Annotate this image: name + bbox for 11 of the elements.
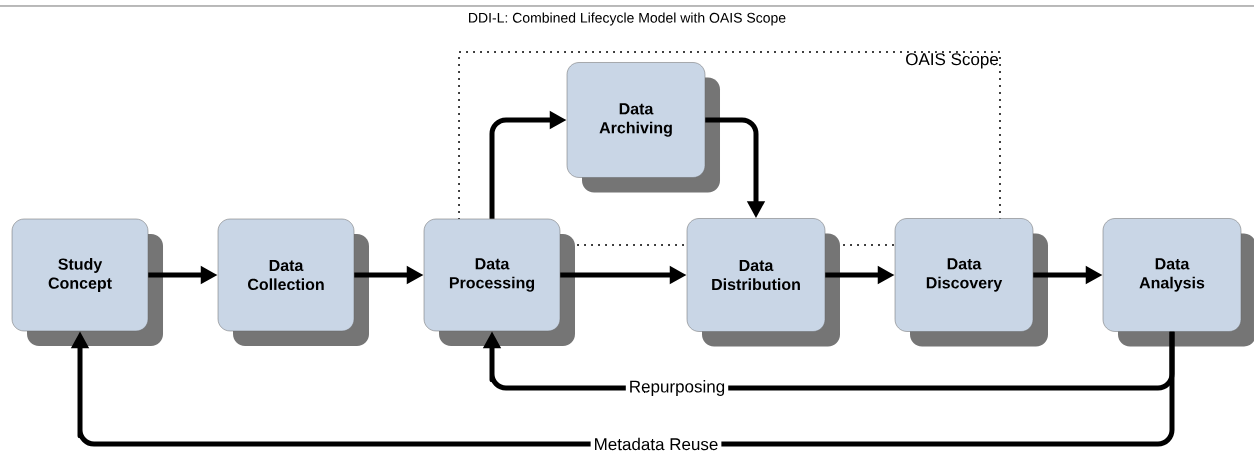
edge-label: Repurposing bbox=[625, 377, 729, 399]
process-box: Study Concept bbox=[11, 218, 163, 346]
title: DDI-L: Combined Lifecycle Model with OAIS Scope bbox=[469, 12, 786, 26]
process-box: Data Discovery bbox=[894, 218, 1048, 347]
process-box: Data Processing bbox=[423, 218, 575, 346]
process-box: Data Archiving bbox=[566, 62, 720, 193]
process-box: Data Collection bbox=[217, 218, 369, 346]
process-box: Data Distribution bbox=[686, 218, 840, 347]
process-box: Data Analysis bbox=[1102, 218, 1254, 347]
edge-label: Metadata Reuse bbox=[590, 434, 722, 454]
arrow bbox=[70, 331, 1175, 447]
